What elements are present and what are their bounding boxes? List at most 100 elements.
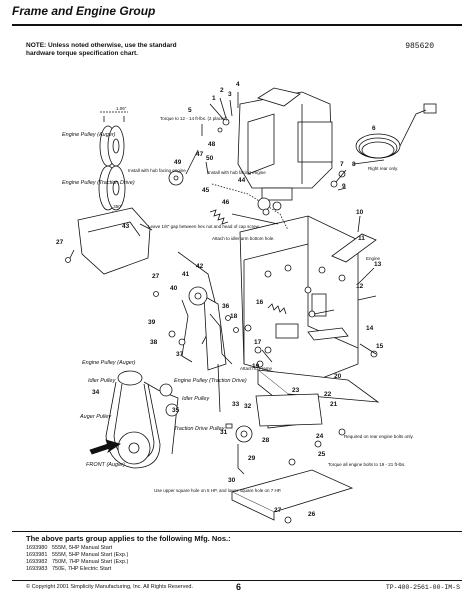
callout-25: 25 [318,451,326,458]
exploded-parts-diagram: 1 2 3 4 5 6 7 8 9 10 11 12 13 14 15 16 1… [56,81,437,524]
mfg-description: 555M, 5HP Manual Start [52,545,113,551]
label-install-hub-2: Install with hub facing engine [208,170,266,175]
label-engine-pulley-traction: Engine Pulley (Traction Drive) [62,180,135,186]
callout-40: 40 [170,285,178,292]
applies-title: The above parts group applies to the fol… [26,534,231,543]
callout-6: 6 [372,125,376,132]
engine-drawing [237,87,333,211]
callout-32: 32 [244,403,252,410]
callout-42: 42 [196,263,204,270]
callout-49: 49 [174,159,182,166]
callout-12: 12 [356,283,364,290]
label-torque-12-14: Torque to 12 - 14 ft-lbs. (2 places) [160,116,228,121]
callout-26: 26 [308,511,316,518]
callout-37: 37 [176,351,184,358]
label-upper-holes: Use upper square hole on 5 HP, and lower… [154,488,281,493]
callout-46: 46 [222,199,230,206]
label-auger-pulley: Auger Pulley [79,414,112,420]
label-right-rear-only: Right rear only. [368,166,398,171]
engine-pulley-traction-drawing [98,165,126,211]
reference-number: 985620 [405,42,434,51]
callout-41: 41 [182,271,190,278]
label-idler-pulley-2: Idler Pulley [182,396,210,402]
callout-11: 11 [358,235,365,242]
callout-14: 14 [366,325,374,332]
belt-guard-drawing [77,207,151,275]
callout-18: 18 [230,313,238,320]
callout-30: 30 [228,477,236,484]
dimension-1-06: 1.06" [116,106,127,111]
callout-20: 20 [334,373,342,380]
callout-16: 16 [256,299,264,306]
label-engine-pulley-auger-2: Engine Pulley (Auger) [82,360,136,366]
mfg-number: 1693982 [26,559,48,565]
copyright-notice: © Copyright 2001 Simplicity Manufacturin… [26,584,193,590]
callout-27c: 27 [152,273,160,280]
callout-48: 48 [208,141,216,148]
label-engine: Engine [366,256,381,261]
engine-pulley-auger-drawing [99,125,125,167]
mfg-row: 1693982 750M, 7HP Manual Start (Exp.) [26,559,128,566]
callout-4: 4 [236,81,240,88]
callout-10: 10 [356,209,364,216]
callout-44: 44 [238,177,246,184]
callout-8: 8 [352,161,356,168]
callout-33: 33 [232,401,240,408]
callout-2: 2 [220,87,224,94]
mfg-number: 1693981 [26,552,48,558]
callout-31: 31 [220,429,228,436]
bottom-panel-drawing [230,469,354,521]
mfg-number: 1693980 [26,545,48,551]
callout-5: 5 [188,107,192,114]
title-rule [12,24,462,26]
callout-24: 24 [316,433,324,440]
dimension-0-350: .350" [112,204,123,209]
label-install-hub-1: Install with hub facing engine [128,168,186,173]
label-attach-to-frame: Attach to Frame [240,366,273,371]
callout-35: 35 [172,407,180,414]
mfg-description: 750M, 7HP Manual Start (Exp.) [52,559,129,565]
callout-47: 47 [196,151,204,158]
callout-17: 17 [254,339,262,346]
callout-21: 21 [330,401,338,408]
callout-27b: 27 [274,507,282,514]
callout-22: 22 [324,391,332,398]
callout-34: 34 [92,389,100,396]
callout-13: 13 [374,261,382,268]
callout-50: 50 [206,155,214,162]
callout-39: 39 [148,319,156,326]
label-required-rear-bolts: Required on rear engine bolts only. [344,434,414,439]
callout-43: 43 [122,223,130,230]
belt-assembly-drawing [105,370,179,469]
callout-1: 1 [212,95,216,102]
footer-rule [12,580,462,581]
document-code: TP-400-2561-00-IM-S [385,584,460,591]
callout-27: 27 [56,239,64,246]
label-leave-gap: Leave 1/8" gap between hex nut and head … [148,224,260,229]
torque-note: NOTE: Unless noted otherwise, use the st… [26,42,177,57]
callout-15: 15 [376,343,384,350]
label-front-auger: FRONT (Auger) [86,462,125,468]
label-torque-engine-bolts: Torque all engine bolts to 19 - 21 ft-lb… [328,462,406,467]
label-traction-drive-pulley: Traction Drive Pulley [174,426,226,432]
callout-38: 38 [150,339,158,346]
mfg-row: 1693980 555M, 5HP Manual Start [26,545,128,552]
callout-29: 29 [248,455,256,462]
callout-28: 28 [262,437,270,444]
callout-9: 9 [342,183,346,190]
main-frame-drawing [239,215,359,383]
mfg-number: 1693983 [26,566,48,572]
label-engine-pulley-traction-2: Engine Pulley (Traction Drive) [174,378,247,384]
callout-19: 19 [252,363,260,370]
callout-23: 23 [292,387,300,394]
power-cord-drawing [355,103,437,159]
callout-36: 36 [222,303,230,310]
label-attach-idler-arm: Attach to idler arm bottom hole. [212,236,275,241]
page-number: 6 [236,582,242,592]
callout-3: 3 [228,91,232,98]
callout-7: 7 [340,161,344,168]
callout-45: 45 [202,187,210,194]
